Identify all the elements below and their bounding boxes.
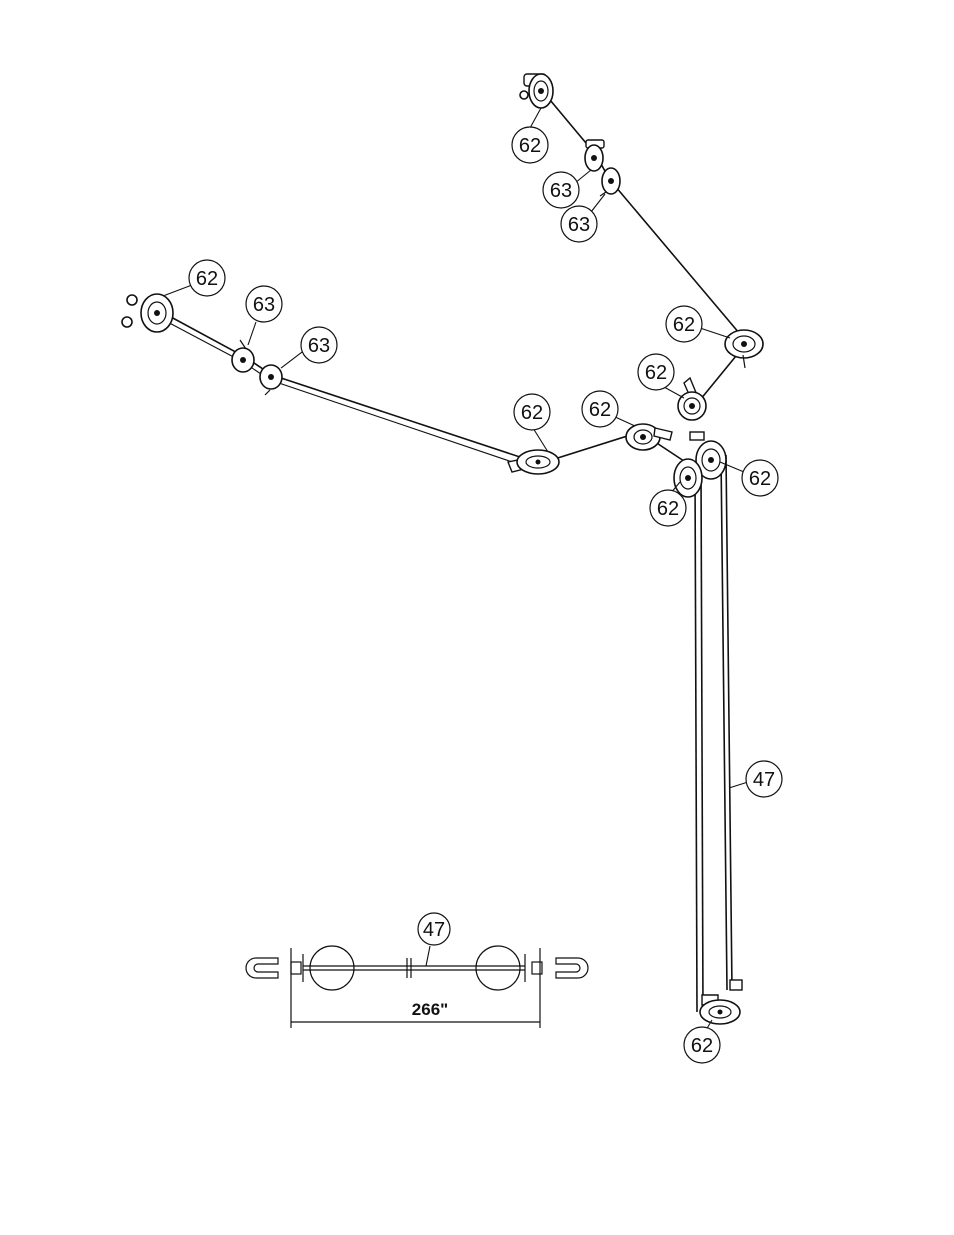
- callout-62-left: 62: [163, 260, 225, 296]
- cable-detail: 47 266": [246, 913, 588, 1028]
- pulley-middle: [508, 450, 559, 474]
- pulleys: [122, 74, 763, 1024]
- cable-stop-ball-left: [310, 946, 354, 990]
- cable-runs: [158, 88, 745, 1012]
- cable-end-clevis-right: [556, 958, 588, 978]
- pulley-upper-63b: [600, 168, 620, 196]
- pulley-left-end: [122, 294, 173, 332]
- svg-text:62: 62: [521, 402, 543, 424]
- svg-text:63: 63: [568, 214, 590, 236]
- svg-text:62: 62: [657, 498, 679, 520]
- callouts: 62 63 63 62 63 63 62: [163, 108, 782, 1063]
- callout-63-left-a: 63: [246, 286, 282, 345]
- svg-text:63: 63: [308, 335, 330, 357]
- pulley-upper-63a: [585, 140, 604, 171]
- pulley-vertical-left-top: [674, 459, 702, 497]
- svg-text:63: 63: [550, 180, 572, 202]
- pulley-center: [626, 424, 672, 450]
- callout-47-cable: 47: [729, 761, 782, 797]
- svg-text:62: 62: [589, 399, 611, 421]
- cable-stop-ball-right: [476, 946, 520, 990]
- cable-left-run: [158, 310, 535, 462]
- cable-length-label: 266": [412, 1000, 448, 1019]
- pulley-top: [520, 74, 553, 108]
- callout-62-right-mid: 62: [638, 354, 684, 398]
- svg-text:62: 62: [519, 135, 541, 157]
- svg-text:62: 62: [749, 468, 771, 490]
- cable-end-clevis-left: [246, 958, 278, 978]
- svg-text:63: 63: [253, 294, 275, 316]
- pulley-left-63a: [232, 340, 254, 372]
- pulley-left-63b: [260, 365, 282, 395]
- svg-text:62: 62: [645, 362, 667, 384]
- callout-62-center: 62: [582, 391, 635, 427]
- svg-text:62: 62: [673, 314, 695, 336]
- cable-vertical-left-b: [701, 470, 703, 1012]
- callout-63-upper-a: 63: [543, 170, 591, 208]
- pulley-right-mid: [678, 378, 706, 420]
- cable-vertical-left: [695, 470, 697, 1012]
- callout-62-middle: 62: [514, 394, 550, 452]
- callout-63-left-b: 63: [281, 327, 337, 368]
- svg-text:47: 47: [753, 769, 775, 791]
- callout-62-vertical-right: 62: [720, 460, 778, 496]
- svg-text:62: 62: [196, 268, 218, 290]
- svg-text:62: 62: [691, 1035, 713, 1057]
- pulley-bottom: [700, 980, 742, 1024]
- svg-text:47: 47: [423, 919, 445, 941]
- callout-62-bottom: 62: [684, 1020, 720, 1063]
- callout-47-detail: 47: [418, 913, 450, 966]
- callout-62-top: 62: [512, 108, 548, 163]
